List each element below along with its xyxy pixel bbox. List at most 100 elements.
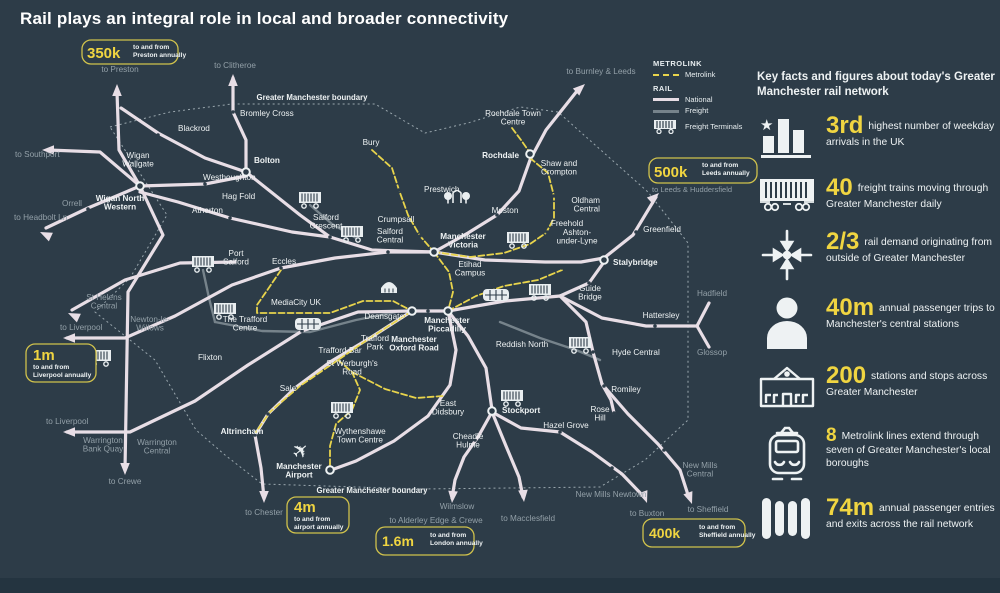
map-label: Deansgate xyxy=(364,312,404,321)
national-rail-line xyxy=(450,410,494,500)
svg-text:★: ★ xyxy=(760,117,773,134)
national-rail-line xyxy=(432,195,658,264)
national-rail-line xyxy=(695,301,711,328)
national-rail-line xyxy=(46,148,142,188)
map-label: Atherton xyxy=(192,206,223,215)
fact-number: 74m xyxy=(826,493,875,521)
map-label: to Preston xyxy=(101,65,139,74)
national-rail-line xyxy=(432,89,579,254)
callout-box xyxy=(375,526,475,556)
national-rail-line xyxy=(123,184,165,472)
line-end-arrow xyxy=(68,313,81,323)
station-stop xyxy=(634,230,638,234)
national-rail-line xyxy=(115,90,142,188)
wagon-wheel xyxy=(206,267,212,273)
wagon-wheel xyxy=(228,314,234,320)
wagon-wheel xyxy=(355,237,361,243)
callout-number: 1m xyxy=(33,347,55,364)
wagon-wheel xyxy=(583,348,589,354)
station-stop xyxy=(591,350,595,354)
freight-icon xyxy=(569,337,591,354)
fact-number: 3rd xyxy=(826,111,864,139)
legend-metrolink-header: METROLINK xyxy=(653,59,703,68)
converging-arrows-icon xyxy=(757,229,817,281)
callout-box xyxy=(25,343,97,383)
legend-terminals-label: Freight Terminals xyxy=(685,122,743,132)
wagon-body xyxy=(192,256,214,267)
fact-number: 200 xyxy=(826,361,867,389)
wagon-wheel xyxy=(216,314,222,320)
legend-national-label: National xyxy=(685,94,713,104)
national-rail-line xyxy=(558,294,691,500)
tree-trunk xyxy=(465,199,467,204)
key-facts-panel: Key facts and figures about today's Grea… xyxy=(757,70,995,557)
wagon-wheel xyxy=(343,237,349,243)
callout-number: 350k xyxy=(87,45,121,62)
wagon-body xyxy=(507,232,529,243)
national-rail-line xyxy=(558,294,699,328)
map-label: to Headbolt Ln xyxy=(14,213,68,222)
wagon-wheel xyxy=(345,413,351,419)
fact-number: 2/3 xyxy=(826,227,860,255)
arrivals-chart-icon: ★ xyxy=(757,113,817,161)
freight-icon xyxy=(331,402,353,419)
line-end-arrow xyxy=(518,489,528,502)
callout-number: 400k xyxy=(649,525,680,541)
map-label: Westhoughton xyxy=(203,173,256,182)
line-end-arrow xyxy=(120,463,130,475)
metrolink-rail-line xyxy=(351,371,444,399)
legend-freight-label: Freight xyxy=(685,106,709,115)
tree-trunk xyxy=(447,199,449,204)
station-stop xyxy=(545,230,549,234)
ticket-gates-icon xyxy=(757,495,817,543)
map-label: Crumpsall xyxy=(378,215,415,224)
callout-number: 500k xyxy=(654,164,688,181)
station-stop xyxy=(231,110,235,114)
callout-number: 1.6m xyxy=(382,533,414,549)
freight-icon xyxy=(214,303,236,320)
station-stop xyxy=(279,266,283,270)
map-label: Orrell xyxy=(62,199,82,208)
legend-item-freight: Freight xyxy=(653,106,765,115)
wagon-body xyxy=(331,402,353,413)
station-stop xyxy=(148,329,152,333)
map-label: to Liverpool xyxy=(60,323,103,332)
national-line-sample xyxy=(653,98,679,102)
line-end-arrow xyxy=(42,145,54,155)
line-end-arrow xyxy=(40,232,53,242)
metrolink-rail-line xyxy=(447,269,563,312)
fact-number: 40m xyxy=(826,293,875,321)
metrolink-rail-line xyxy=(255,310,413,433)
map-label: Moston xyxy=(492,206,519,215)
map-label: Romiley xyxy=(611,385,641,394)
map-label: Bromley Cross xyxy=(240,109,294,118)
wagon-wheel xyxy=(531,295,537,301)
freight-icon xyxy=(529,284,551,301)
wagon-wheel xyxy=(543,295,549,301)
map-label: to Clitheroe xyxy=(214,61,256,70)
map-label: Hadfield xyxy=(697,289,727,298)
map-label: Greenfield xyxy=(643,225,681,234)
wagon-body xyxy=(299,192,321,203)
station-stop xyxy=(552,194,556,198)
map-label: Flixton xyxy=(198,353,223,362)
metrolink-line-sample xyxy=(653,74,679,77)
legend-item-metrolink: Metrolink xyxy=(653,70,765,79)
map-label: New Mills Newtown xyxy=(576,490,647,499)
tree xyxy=(462,192,470,200)
map-label: Freehold xyxy=(551,219,584,228)
interchange-station xyxy=(429,247,439,257)
map-label: to Sheffield xyxy=(688,505,729,514)
map-label: Greater Manchester boundary xyxy=(317,486,429,495)
map-label: Sale xyxy=(280,384,297,393)
